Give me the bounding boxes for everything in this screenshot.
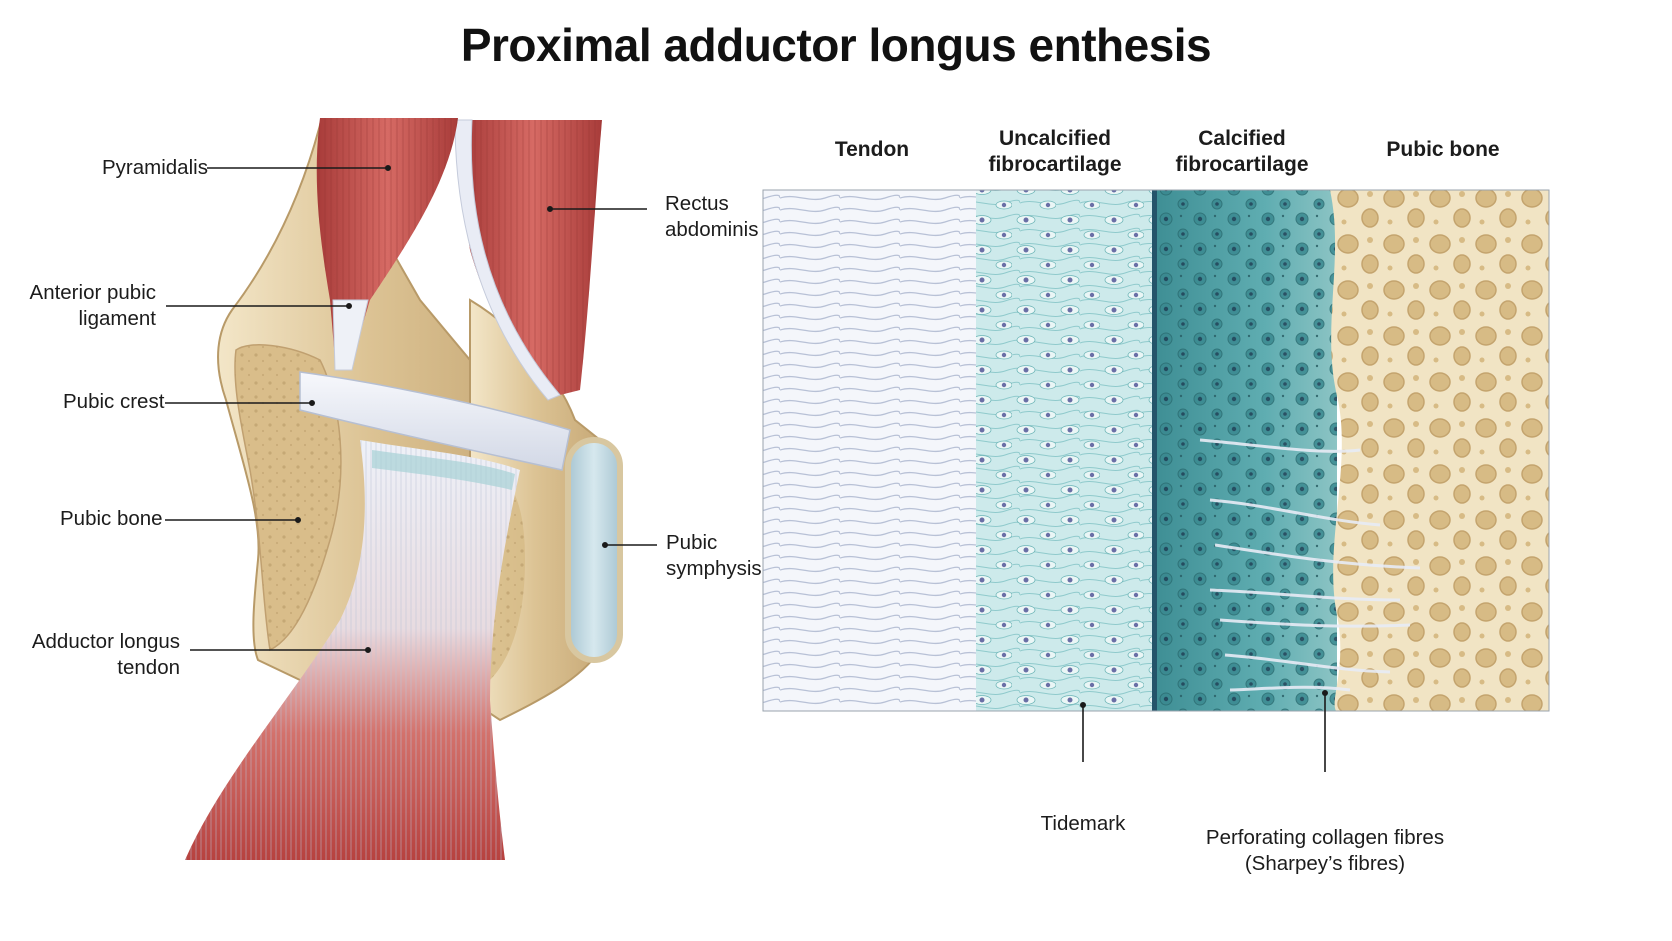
- label-pyramidalis: Pyramidalis: [102, 156, 208, 179]
- pubic-symphysis-shape: [565, 437, 623, 663]
- label-sharpeys-fibres: Perforating collagen fibres(Sharpey’s fi…: [1205, 826, 1445, 875]
- label-tidemark: Tidemark: [1040, 812, 1126, 835]
- label-pubic-bone: Pubic bone: [60, 507, 163, 530]
- callout-lines: [1080, 689, 1329, 772]
- sharpeys-fibres: [1199, 438, 1421, 692]
- zone-header-pubic-bone: Pubic bone: [1386, 138, 1500, 161]
- tidemark-line: [1152, 190, 1157, 711]
- pubic-crest-band: [299, 371, 571, 471]
- zone-header-tendon: Tendon: [834, 138, 910, 161]
- label-pubic-crest: Pubic crest: [63, 390, 165, 413]
- figure-title: Proximal adductor longus enthesis: [460, 19, 1212, 71]
- zone-bone: [1330, 190, 1549, 711]
- leader-lines: [165, 165, 657, 653]
